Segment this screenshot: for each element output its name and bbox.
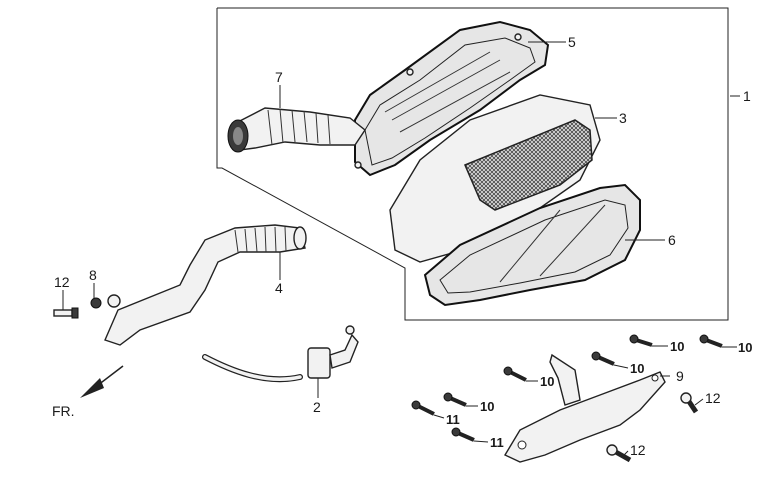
callout-1: 1 <box>743 88 751 104</box>
callout-7: 7 <box>275 69 283 85</box>
callout-4: 4 <box>275 280 283 296</box>
callout-2: 2 <box>313 399 321 415</box>
callout-6: 6 <box>668 232 676 248</box>
callout-8: 8 <box>89 267 97 283</box>
bolt-12-bottom <box>606 444 632 463</box>
part-air-cleaner-upper-case <box>354 20 550 177</box>
direction-label: FR. <box>52 403 75 419</box>
callout-12-c: 12 <box>630 442 646 458</box>
callout-11-a: 11 <box>446 412 460 427</box>
callout-10-a: 10 <box>670 339 684 354</box>
front-direction-arrow <box>80 365 124 398</box>
bolt-10-d <box>591 351 615 366</box>
bolt-group <box>53 307 723 463</box>
callout-10-e: 10 <box>480 399 494 414</box>
callout-10-b: 10 <box>738 340 752 355</box>
bolt-10-e <box>443 392 467 407</box>
part-bracket <box>504 353 666 463</box>
callout-9: 9 <box>676 368 684 384</box>
part-filter-element <box>389 94 601 263</box>
callout-10-c: 10 <box>540 374 554 389</box>
bolt-12-left <box>53 307 79 319</box>
part-air-cleaner-lower-case <box>423 183 641 307</box>
bolt-10-c <box>503 366 527 382</box>
bolt-10-b <box>699 334 723 348</box>
callout-labels: 1 2 3 4 5 6 7 8 9 10 10 10 10 10 11 11 1… <box>52 34 752 458</box>
assembly-frame <box>216 7 729 321</box>
part-breather-hose <box>202 325 359 383</box>
callout-3: 3 <box>619 110 627 126</box>
bolt-10-a <box>629 334 653 347</box>
part-intake-duct <box>227 107 366 153</box>
callout-10-d: 10 <box>630 361 644 376</box>
part-connecting-tube <box>104 224 307 346</box>
part-grommet <box>90 294 121 309</box>
bolt-12-right <box>680 392 699 414</box>
callout-12-b: 12 <box>705 390 721 406</box>
callout-11-b: 11 <box>490 435 504 450</box>
callout-5: 5 <box>568 34 576 50</box>
bolt-11-b <box>451 427 475 442</box>
leader-lines <box>62 41 740 456</box>
callout-12-a: 12 <box>54 274 70 290</box>
bolt-11-a <box>411 400 435 416</box>
